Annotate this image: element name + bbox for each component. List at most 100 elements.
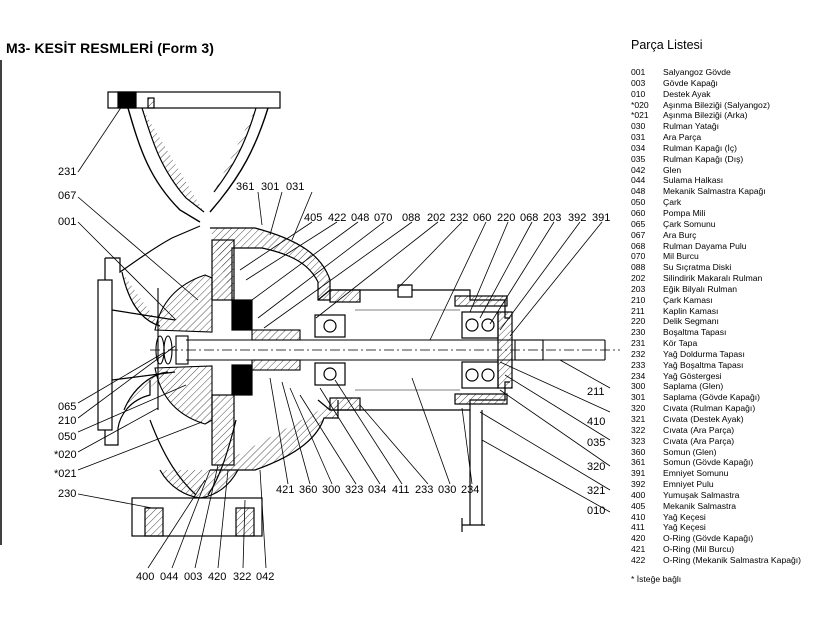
parts-list-item: 050 Çark	[631, 197, 801, 208]
part-code: 220	[631, 316, 646, 327]
part-name: Gövde Kapağı	[663, 77, 718, 88]
part-code: 065	[631, 218, 646, 229]
part-code: 323	[631, 435, 646, 446]
callout-label: 050	[58, 431, 76, 443]
callout-label: 034	[368, 484, 386, 496]
part-name: Saplama (Glen)	[663, 381, 724, 392]
callout-label: 320	[587, 461, 605, 473]
part-code: 034	[631, 142, 646, 153]
part-code: 001	[631, 67, 646, 77]
callout-label: 060	[473, 212, 491, 224]
callout-label: 410	[587, 416, 605, 428]
callout-label: 210	[58, 415, 76, 427]
part-name: O-Ring (Mil Burcu)	[663, 544, 735, 555]
callout-label: 203	[543, 212, 561, 224]
part-name: Su Sıçratma Diski	[663, 262, 732, 273]
part-name: Kaplin Kaması	[663, 305, 719, 316]
part-code: 048	[631, 186, 646, 197]
callout-label: 361	[236, 181, 254, 193]
part-code: 391	[631, 468, 646, 479]
part-name: Destek Ayak	[663, 88, 711, 99]
parts-list-item: 030 Rulman Yatağı	[631, 121, 801, 132]
part-name: Yağ Keçesi	[663, 511, 706, 522]
parts-list-footnote: * İsteğe bağlı	[631, 574, 682, 584]
callout-label: 421	[276, 484, 294, 496]
part-code: 420	[631, 533, 646, 544]
callout-label: 035	[587, 437, 605, 449]
part-name: Silindirik Makaralı Rulman	[663, 273, 763, 284]
callout-label: 220	[497, 212, 515, 224]
callout-label: 211	[587, 386, 605, 398]
impeller	[154, 274, 213, 425]
part-name: Yağ Boşaltma Tapası	[663, 359, 744, 370]
part-name: Somun (Glen)	[663, 446, 717, 457]
parts-list-item: 410 Yağ Keçesi	[631, 512, 801, 523]
part-name: Çark	[663, 197, 682, 208]
part-name: Aşınma Bileziği (Salyangoz)	[663, 99, 770, 110]
callout-label: 232	[450, 212, 468, 224]
parts-list-item: *020 Aşınma Bileziği (Salyangoz)	[631, 100, 801, 111]
callout-label: 030	[438, 484, 456, 496]
part-name: Cıvata (Ara Parça)	[663, 435, 735, 446]
parts-list-item: 323 Cıvata (Ara Parça)	[631, 436, 801, 447]
callout-label: 411	[392, 484, 410, 496]
part-name: Kör Tapa	[663, 338, 698, 349]
part-code: 030	[631, 121, 646, 132]
part-name: Salyangoz Gövde	[663, 67, 731, 77]
callout-label: 422	[328, 212, 346, 224]
part-code: 068	[631, 240, 646, 251]
part-name: Mekanik Salmastra	[663, 500, 737, 511]
parts-list-item: 391 Emniyet Somunu	[631, 468, 801, 479]
part-name: Rulman Yatağı	[663, 121, 720, 132]
shaft	[150, 309, 620, 391]
parts-list-heading: Parça Listesi	[631, 38, 703, 52]
part-code: 410	[631, 511, 646, 522]
part-code: 050	[631, 197, 646, 208]
part-name: Ara Burç	[663, 229, 697, 240]
part-code: 322	[631, 424, 646, 435]
part-name: Boşaltma Tapası	[663, 327, 727, 338]
callout-label: 003	[184, 571, 202, 583]
part-name: Ara Parça	[663, 132, 702, 143]
parts-list-item: 067 Ara Burç	[631, 230, 801, 241]
part-code: 070	[631, 251, 646, 262]
part-code: 003	[631, 77, 646, 88]
callout-label: *021	[54, 468, 77, 480]
leader-lines	[77, 99, 611, 569]
callout-label: 420	[208, 571, 226, 583]
part-code: 067	[631, 229, 646, 240]
page-title: M3- KESİT RESMLERİ (Form 3)	[6, 40, 215, 56]
part-name: Saplama (Gövde Kapağı)	[663, 392, 760, 403]
part-code: 202	[631, 273, 646, 284]
part-code: 211	[631, 305, 645, 316]
callout-label: 070	[374, 212, 392, 224]
casing-volute	[97, 91, 281, 537]
part-name: Rulman Kapağı (Dış)	[663, 153, 744, 164]
callout-label: 231	[58, 166, 76, 178]
callout-label: 300	[322, 484, 340, 496]
part-code: 392	[631, 479, 646, 490]
part-name: Çark Somunu	[663, 218, 716, 229]
casing-cover	[210, 227, 339, 471]
part-code: *020	[631, 99, 649, 110]
part-name: Emniyet Somunu	[663, 468, 729, 479]
part-code: 405	[631, 500, 646, 511]
part-code: 422	[631, 554, 646, 565]
